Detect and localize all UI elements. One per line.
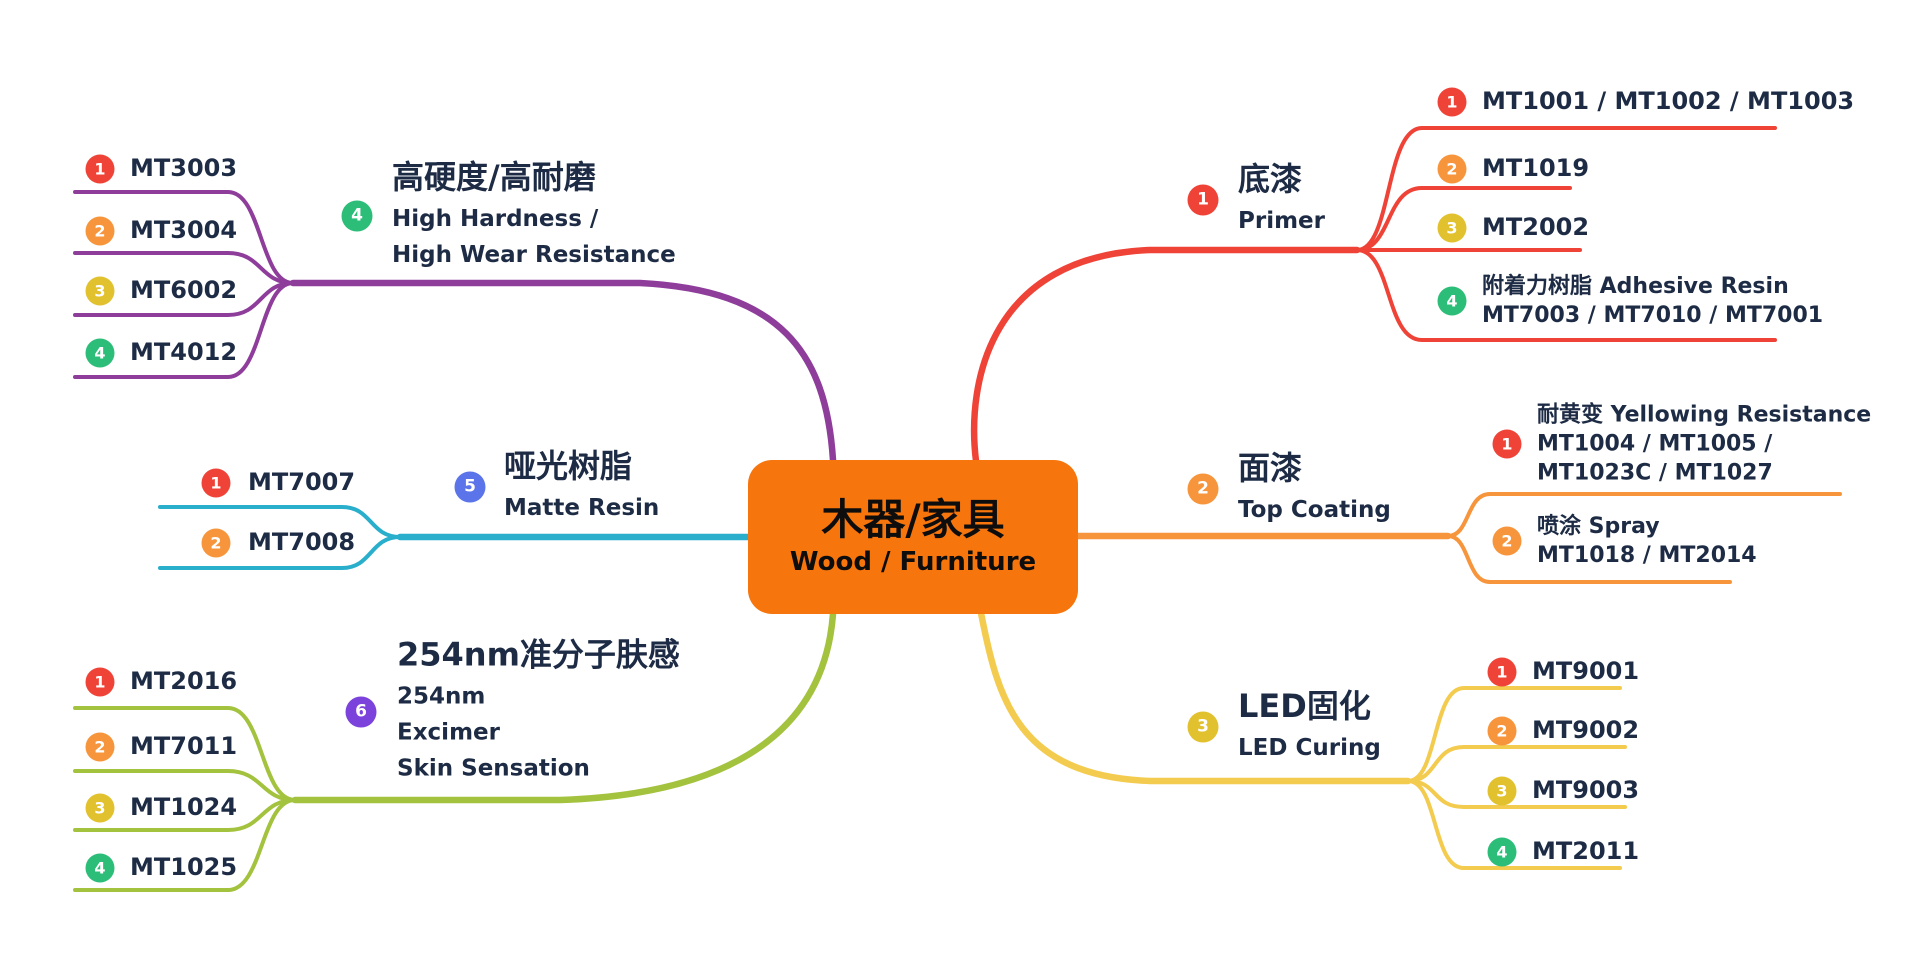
- leaf-mt3004-label: MT3004: [130, 216, 238, 245]
- branch-primer-label-zh: 底漆: [1238, 159, 1303, 198]
- branch-matteresin-badge: 5: [454, 471, 486, 503]
- leaf-mt7011-label: MT7011: [130, 732, 238, 761]
- leaf-line-mt1025: [73, 798, 297, 892]
- branch-excimer-trunk-line: [291, 610, 837, 804]
- leaf-mt6002-label: MT6002: [130, 276, 238, 305]
- branch-matteresin-label-zh: 哑光树脂: [504, 446, 633, 485]
- leaf-line-mt1019: [1355, 186, 1572, 252]
- leaf-line-mt1001: [1355, 126, 1777, 252]
- leaf-mt9003-label: MT9003: [1532, 776, 1640, 805]
- leaf-mt9002-label: MT9002: [1532, 716, 1640, 745]
- branch-primer-trunk-line: [970, 246, 1361, 465]
- branch-ledcuring-badge: 3: [1187, 711, 1219, 743]
- leaf-mt7007-badge: 1: [201, 468, 231, 498]
- branch-primer-badge: 1: [1187, 184, 1219, 216]
- leaf-mt3003-badge: 1: [85, 154, 115, 184]
- branch-highhardness-label-en: High Hardness / High Wear Resistance: [392, 205, 676, 268]
- branch-topcoating-label-zh: 面漆: [1238, 448, 1303, 487]
- leaf-mt2011-badge: 4: [1487, 837, 1517, 867]
- leaf-line-mt2016: [73, 706, 297, 802]
- leaf-mt9003-badge: 3: [1487, 776, 1517, 806]
- leaf-mt2011-label: MT2011: [1532, 837, 1640, 866]
- leaf-mt1025-badge: 4: [85, 853, 115, 883]
- branch-primer-label-en: Primer: [1238, 207, 1325, 234]
- branch-title-topcoating: 面漆 Top Coating: [1238, 450, 1391, 528]
- leaf-mt2002-badge: 3: [1437, 213, 1467, 243]
- leaf-mt9002-badge: 2: [1487, 716, 1517, 746]
- leaf-mt3004-badge: 2: [85, 216, 115, 246]
- leaf-line-mt7011: [73, 769, 297, 802]
- branch-excimer-label-en: 254nm Excimer Skin Sensation: [397, 683, 590, 783]
- branch-ledcuring-label-en: LED Curing: [1238, 734, 1381, 761]
- leaf-line-mt9001: [1406, 686, 1622, 783]
- leaf-adhesive-resin-badge: 4: [1437, 286, 1467, 316]
- leaf-line-mt7007: [158, 505, 402, 539]
- leaf-mt1024-label: MT1024: [130, 793, 238, 822]
- branch-title-ledcuring: LED固化 LED Curing: [1238, 688, 1381, 766]
- leaf-spray-badge: 2: [1492, 526, 1522, 556]
- center-node: 木器/家具 Wood / Furniture: [748, 460, 1078, 614]
- leaf-mt3003-label: MT3003: [130, 154, 238, 183]
- leaf-line-mt4012: [73, 281, 295, 379]
- leaf-mt7007-label: MT7007: [248, 468, 356, 497]
- branch-title-excimer: 254nm准分子肤感 254nm Excimer Skin Sensation: [397, 635, 680, 788]
- branch-matteresin-label-en: Matte Resin: [504, 494, 660, 521]
- leaf-line-spray: [1446, 534, 1732, 584]
- leaf-mt7008-label: MT7008: [248, 528, 356, 557]
- branch-ledcuring-label-zh: LED固化: [1238, 686, 1371, 725]
- leaf-spray-label: 喷涂 Spray MT1018 / MT2014: [1537, 513, 1757, 568]
- leaf-mt1019-label: MT1019: [1482, 154, 1590, 183]
- leaf-line-yellowing-resistance: [1446, 492, 1842, 538]
- leaf-mt9001-badge: 1: [1487, 657, 1517, 687]
- leaf-mt4012-label: MT4012: [130, 338, 238, 367]
- leaf-mt4012-badge: 4: [85, 338, 115, 368]
- branch-excimer-badge: 6: [345, 696, 377, 728]
- leaf-mt1025-label: MT1025: [130, 853, 238, 882]
- leaf-mt2002-label: MT2002: [1482, 213, 1590, 242]
- branch-excimer-label-zh: 254nm准分子肤感: [397, 635, 680, 674]
- branch-title-matteresin: 哑光树脂 Matte Resin: [504, 448, 659, 526]
- leaf-mt2016-badge: 1: [85, 667, 115, 697]
- leaf-line-mt3004: [73, 251, 295, 285]
- leaf-mt6002-badge: 3: [85, 276, 115, 306]
- leaf-mt9001-label: MT9001: [1532, 657, 1640, 686]
- leaf-line-mt3003: [73, 190, 295, 285]
- branch-ledcuring-trunk-line: [977, 609, 1412, 785]
- leaf-yellowing-resistance-label: 耐黄变 Yellowing Resistance MT1004 / MT1005…: [1537, 402, 1872, 486]
- center-title: 木器/家具: [821, 495, 1005, 544]
- leaf-adhesive-resin-label: 附着力树脂 Adhesive Resin MT7003 / MT7010 / M…: [1482, 273, 1824, 328]
- leaf-mt1019-badge: 2: [1437, 154, 1467, 184]
- leaf-line-mt7008: [158, 535, 402, 570]
- branch-topcoating-badge: 2: [1187, 473, 1219, 505]
- center-subtitle: Wood / Furniture: [789, 547, 1037, 577]
- branch-highhardness-badge: 4: [341, 200, 373, 232]
- leaf-line-mt9002: [1406, 745, 1627, 783]
- branch-highhardness-trunk-line: [289, 279, 837, 464]
- leaf-mt2016-label: MT2016: [130, 667, 238, 696]
- leaf-mt7011-badge: 2: [85, 732, 115, 762]
- branch-title-primer: 底漆 Primer: [1238, 161, 1325, 239]
- leaf-line-mt2011: [1406, 779, 1622, 870]
- leaf-mt7008-badge: 2: [201, 528, 231, 558]
- branch-topcoating-label-en: Top Coating: [1238, 496, 1391, 523]
- branch-title-highhardness: 高硬度/高耐磨 High Hardness / High Wear Resist…: [392, 157, 676, 273]
- leaf-line-adhesive-resin: [1355, 248, 1777, 342]
- branch-highhardness-label-zh: 高硬度/高耐磨: [392, 157, 596, 196]
- leaf-mt1024-badge: 3: [85, 793, 115, 823]
- leaf-yellowing-resistance-badge: 1: [1492, 429, 1522, 459]
- leaf-mt1001-badge: 1: [1437, 87, 1467, 117]
- leaf-mt1001-label: MT1001 / MT1002 / MT1003: [1482, 87, 1855, 116]
